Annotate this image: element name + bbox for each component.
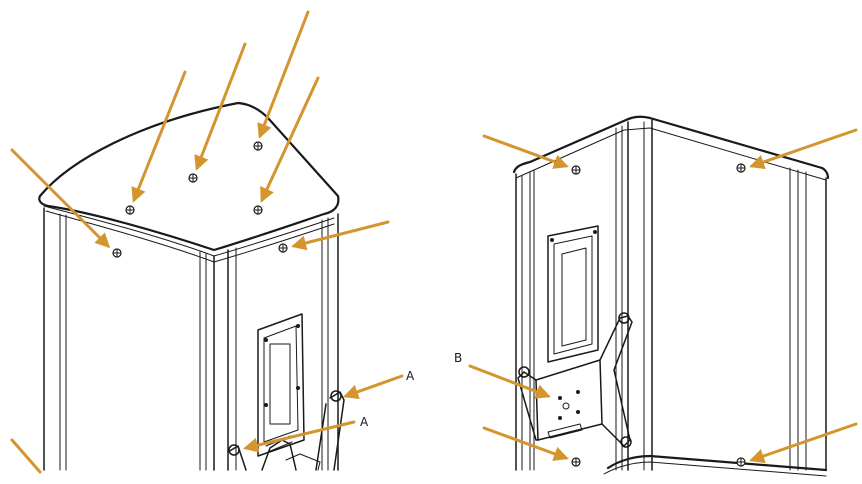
right-left-face	[515, 121, 629, 471]
arrow-icon	[257, 10, 310, 139]
right-bracket	[517, 312, 633, 448]
screw-icon	[278, 243, 288, 253]
screw-icon	[125, 205, 135, 215]
arrow-icon	[260, 76, 320, 203]
right-right-face	[651, 119, 827, 471]
callout-label-a-upper: A	[406, 369, 415, 383]
right-screws	[571, 163, 746, 467]
right-top-edge	[512, 115, 830, 180]
arrows	[10, 10, 858, 474]
arrow-icon	[482, 134, 569, 169]
screw-icon	[571, 165, 581, 175]
arrow-icon	[194, 42, 247, 171]
left-bracket-plate	[257, 313, 305, 457]
screw-icon	[253, 205, 263, 215]
arrow-icon	[749, 422, 858, 464]
arrow-icon	[10, 438, 42, 474]
arrow-icon	[291, 220, 390, 251]
left-speaker-cabinet	[38, 101, 345, 471]
screw-icon	[736, 163, 746, 173]
arrow-icon	[131, 70, 187, 203]
arrow-icon	[243, 420, 356, 453]
left-front-face	[43, 207, 215, 471]
screw-icon	[188, 173, 198, 183]
screw-icon	[736, 457, 746, 467]
callout-label-b: B	[454, 351, 462, 365]
arrow-icon	[468, 364, 551, 399]
left-screws	[112, 141, 288, 258]
screw-icon	[253, 141, 263, 151]
arrow-icon	[749, 128, 858, 170]
right-recessed-slot	[547, 225, 599, 363]
callout-label-a-lower: A	[360, 415, 369, 429]
arrow-icon	[343, 374, 404, 400]
screw-icon	[571, 457, 581, 467]
arrow-icon	[10, 148, 111, 249]
left-bracket-arms	[227, 390, 345, 471]
right-speaker-cabinet	[512, 115, 830, 477]
screw-icon	[112, 248, 122, 258]
arrow-icon	[482, 426, 569, 461]
left-top-panel	[38, 101, 340, 252]
